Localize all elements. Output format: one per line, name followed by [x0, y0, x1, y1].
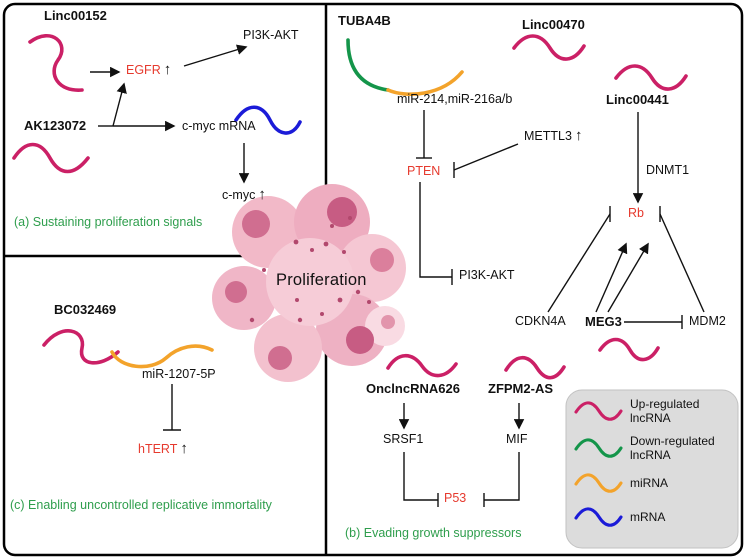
- legend-box: [565, 389, 739, 549]
- legend-item-mrna: mRNA: [630, 510, 666, 524]
- onclncrna626-up-lncrna-icon: [386, 353, 458, 378]
- meg3-up-lncrna-icon: [598, 337, 660, 362]
- label-mir-214-216: miR-214,miR-216a/b: [397, 92, 513, 106]
- ak123072-up-lncrna-icon: [12, 142, 90, 174]
- caption-panel-b: (b) Evading growth suppressors: [345, 526, 522, 540]
- panel-b-connectors: [398, 110, 705, 507]
- linc00441-up-lncrna-icon: [614, 64, 688, 91]
- cmyc-mrna-icon: [234, 105, 302, 135]
- panel-c-connectors: [163, 384, 181, 431]
- panel-a-connectors: [90, 44, 250, 184]
- legend-down-lncrna-icon: [574, 438, 623, 458]
- label-linc00152: Linc00152: [44, 8, 107, 23]
- cmyc-up-arrow-icon: ↑: [258, 186, 266, 203]
- htert-up-arrow-icon: ↑: [180, 440, 188, 457]
- label-cmyc-mrna: c-myc mRNA: [182, 119, 256, 133]
- legend-up-lncrna-icon: [574, 401, 623, 421]
- label-pi3k-akt-b: PI3K-AKT: [459, 268, 515, 282]
- egfr-up-arrow-icon: ↑: [163, 61, 172, 78]
- caption-panel-c: (c) Enabling uncontrolled replicative im…: [10, 498, 272, 512]
- label-tuba4b: TUBA4B: [338, 13, 391, 28]
- legend-item-up-lncrna: Up-regulated lncRNA: [630, 397, 700, 426]
- zfpm2-as-up-lncrna-icon: [504, 355, 566, 380]
- label-srsf1: SRSF1: [383, 432, 424, 446]
- cmyc-text: c-myc: [222, 188, 256, 202]
- mettl3-text: METTL3: [524, 129, 572, 143]
- tuba4b-down-lncrna-icon: [346, 38, 390, 92]
- label-pi3k-akt-a: PI3K-AKT: [243, 28, 299, 42]
- label-htert: hTERT↑: [138, 440, 188, 458]
- label-mdm2: MDM2: [689, 314, 726, 328]
- linc00470-up-lncrna-icon: [512, 34, 586, 61]
- mir-1207-mirna-icon: [110, 344, 214, 369]
- molecule-squiggles: [12, 34, 688, 380]
- label-p53: P53: [444, 491, 467, 505]
- proliferation-label: Proliferation: [276, 271, 367, 289]
- label-linc00470: Linc00470: [522, 17, 585, 32]
- label-onclncrna626: OnclncRNA626: [366, 381, 460, 396]
- egfr-text: EGFR: [126, 63, 161, 77]
- mettl3-up-arrow-icon: ↑: [574, 127, 583, 144]
- label-meg3: MEG3: [585, 314, 622, 329]
- label-ak123072: AK123072: [24, 118, 87, 133]
- legend-item-down-lncrna: Down-regulated lncRNA: [630, 434, 715, 463]
- label-egfr: EGFR↑: [126, 61, 172, 79]
- label-cdkn4a: CDKN4A: [515, 314, 566, 328]
- label-mif: MIF: [506, 432, 528, 446]
- bc032469-up-lncrna-icon: [42, 329, 120, 365]
- label-zfpm2-as: ZFPM2-AS: [488, 381, 553, 396]
- label-pten: PTEN: [407, 164, 441, 178]
- label-mettl3: METTL3↑: [524, 127, 583, 145]
- legend-item-mirna: miRNA: [630, 476, 668, 490]
- label-linc00441: Linc00441: [606, 92, 669, 107]
- caption-panel-a: (a) Sustaining proliferation signals: [14, 215, 203, 229]
- label-cmyc: c-myc↑: [222, 186, 266, 204]
- linc00152-up-lncrna-icon: [28, 34, 84, 92]
- label-mir-1207: miR-1207-5P: [142, 367, 216, 381]
- legend-mrna-icon: [574, 507, 623, 527]
- legend-mirna-icon: [574, 473, 623, 493]
- label-bc032469: BC032469: [54, 302, 117, 317]
- label-dnmt1: DNMT1: [646, 163, 690, 177]
- htert-text: hTERT: [138, 442, 178, 456]
- label-rb: Rb: [628, 206, 644, 220]
- mir-214-216-mirna-icon: [386, 70, 464, 96]
- proliferating-cells-illustration: [212, 184, 406, 382]
